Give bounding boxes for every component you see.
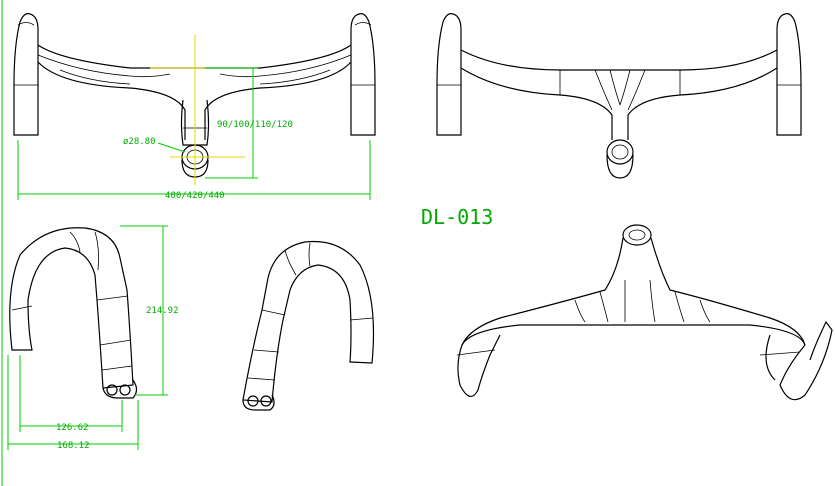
rear-view (436, 13, 802, 179)
front-width-dimension: 400/420/440 (165, 191, 225, 201)
total-length-dimension: 168.12 (57, 441, 90, 451)
perspective-view (456, 224, 833, 401)
front-view: 400/420/440 90/100/110/120 ø28.80 (13, 13, 376, 201)
side-view-right (242, 240, 375, 411)
reach-dimension: 126.62 (56, 423, 89, 433)
stem-length-dimension: 90/100/110/120 (217, 120, 293, 130)
height-dimension: 214.92 (146, 306, 179, 316)
model-label: DL-013 (421, 205, 493, 229)
steerer-diameter-dimension: ø28.80 (123, 137, 156, 147)
side-view-left: 214.92 126.62 168.12 (7, 225, 179, 451)
